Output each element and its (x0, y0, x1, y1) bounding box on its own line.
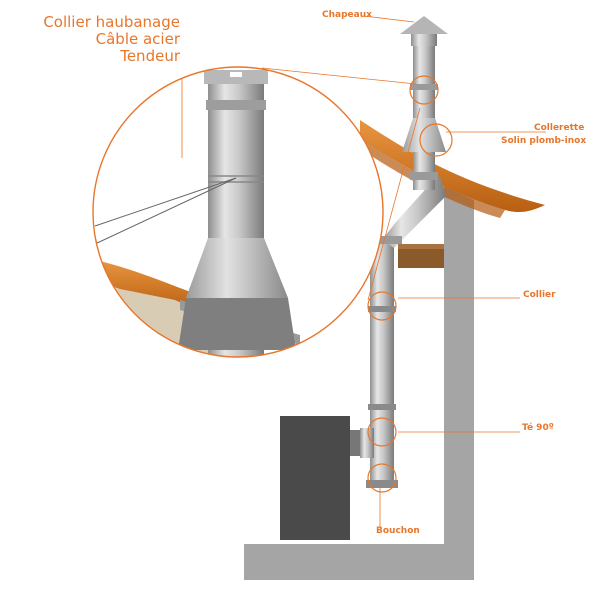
haubanage-label: Collier haubanage Câble acier Tendeur (20, 14, 180, 65)
haubanage-line-1: Collier haubanage (43, 13, 180, 31)
te90-label: Té 90º (522, 423, 554, 433)
leader-lines (181, 15, 546, 528)
collerette-label: Collerette (534, 123, 585, 133)
highlight-circles (367, 75, 453, 493)
haubanage-line-3: Tendeur (120, 47, 180, 65)
roof (360, 120, 545, 218)
solin-label: Solin plomb-inox (501, 136, 587, 146)
wall (244, 186, 474, 580)
chapeaux-label: Chapeaux (322, 10, 372, 20)
haubanage-line-2: Câble acier (95, 30, 180, 48)
ceiling-beam (398, 244, 444, 268)
bouchon-label: Bouchon (376, 526, 420, 536)
stove (280, 416, 364, 540)
collier-label: Collier (523, 290, 556, 300)
zoom-detail (92, 66, 384, 358)
